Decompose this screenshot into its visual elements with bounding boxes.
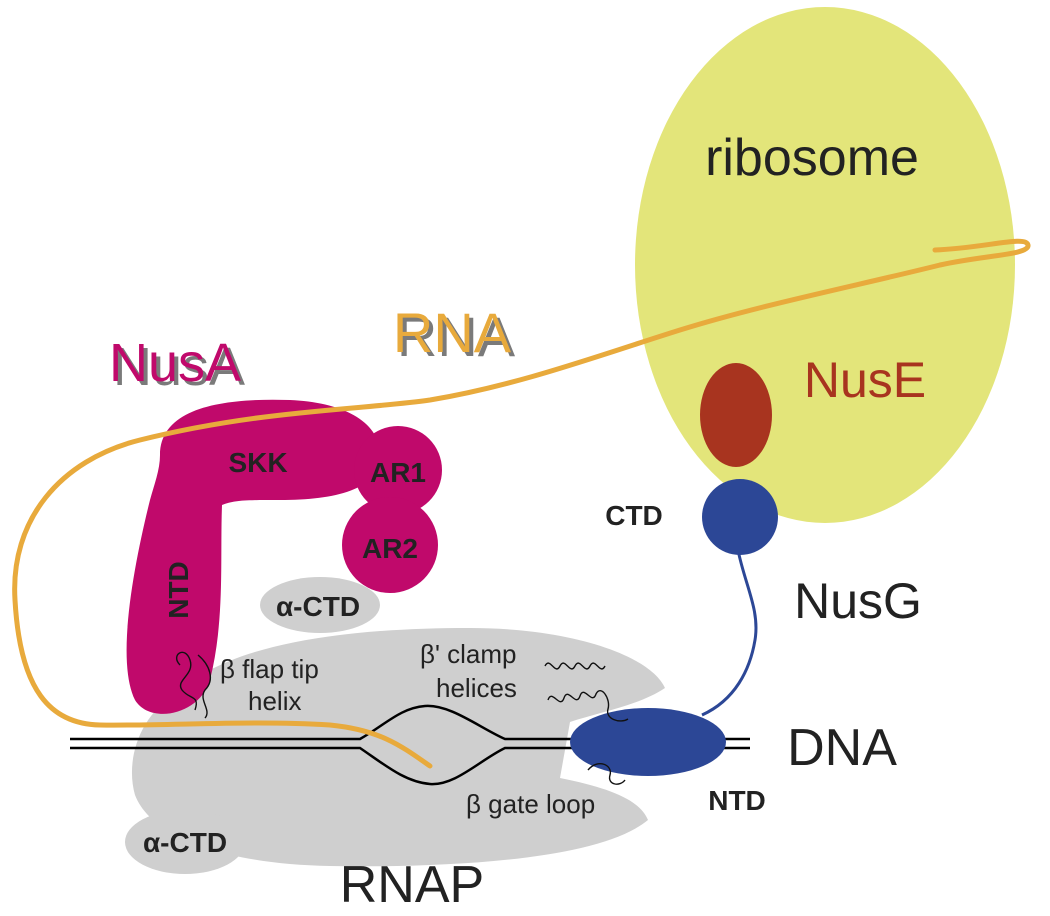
ar2-label: AR2 <box>362 533 418 564</box>
nusG-linker <box>701 549 758 717</box>
rnap-label: RNAP <box>340 856 484 914</box>
nusA-label: NusA <box>109 333 241 393</box>
rna-strand <box>12 238 1031 769</box>
nusG-label: NusG <box>794 573 922 629</box>
clamp-label-line2: helices <box>436 673 517 703</box>
gate-loop-label: β gate loop <box>466 789 595 819</box>
nusA-protein <box>126 399 442 714</box>
alpha-ctd-bottom-label: α-CTD <box>143 827 227 858</box>
skk-label: SKK <box>228 447 287 478</box>
rna-label-shadow: RNA <box>397 305 516 368</box>
clamp-label-line1: β' clamp <box>420 639 517 669</box>
ar1-label: AR1 <box>370 457 426 488</box>
nusG-ntd-label: NTD <box>708 785 766 816</box>
nusG-ctd-domain <box>702 479 778 555</box>
nusE-label: NusE <box>804 352 926 408</box>
nusE-domain <box>700 363 772 467</box>
ribosome-body <box>635 7 1015 523</box>
flap-tip-label-line1: β flap tip <box>220 654 319 684</box>
dna-strands <box>70 704 750 786</box>
alpha-ctd-top <box>260 577 380 633</box>
structural-squiggles <box>175 651 629 785</box>
nusG-ntd-domain <box>570 708 726 776</box>
ribosome-label: ribosome <box>705 129 919 187</box>
nusG-ctd-label: CTD <box>605 500 663 531</box>
nusA-ntd-label: NTD <box>163 561 194 619</box>
alpha-ctd-bottom <box>125 810 245 874</box>
rna-label: RNA <box>393 301 512 364</box>
flap-tip-label-line2: helix <box>248 686 301 716</box>
alpha-ctd-top-label: α-CTD <box>276 591 360 622</box>
dna-label: DNA <box>787 719 897 777</box>
nusA-label-shadow: NusA <box>113 337 245 397</box>
